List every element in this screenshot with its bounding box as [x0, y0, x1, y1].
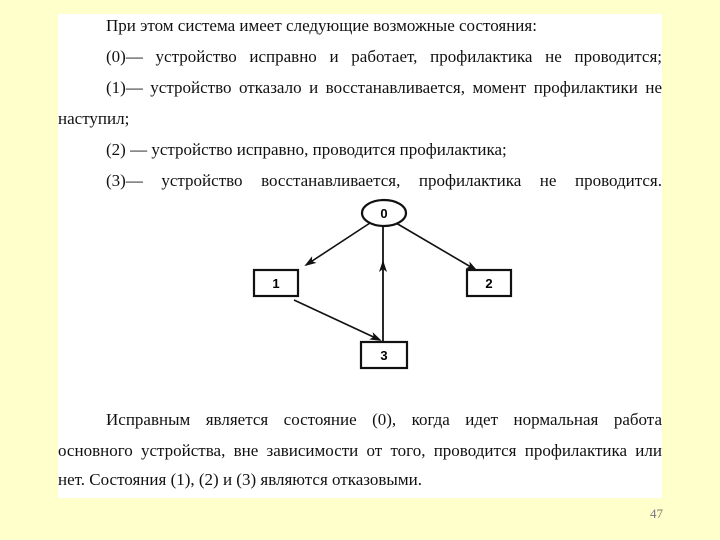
- node-0-label: 0: [380, 206, 387, 221]
- node-2-box: [465, 268, 513, 298]
- state-transition-diagram: 0 1 2 3: [252, 198, 513, 370]
- node-1-label: 1: [272, 276, 279, 291]
- state-2-text: (2) — устройство исправно, проводится пр…: [106, 140, 507, 159]
- slide-number: 47: [650, 506, 663, 521]
- conclusion-text-line1: Исправным является состояние (0), когда …: [106, 410, 662, 429]
- node-3-box: [359, 340, 409, 370]
- node-1-box: [252, 268, 300, 298]
- conclusion-text-line2: основного устройства, вне зависимости от…: [58, 441, 662, 460]
- conclusion-text-line3: нет. Состояния (1), (2) и (3) являются о…: [58, 470, 422, 489]
- state-0-text: (0)— устройство исправно и работает, про…: [106, 47, 662, 66]
- document-page: При этом система имеет следующие возможн…: [58, 14, 662, 498]
- intro-text: При этом система имеет следующие возможн…: [106, 16, 537, 35]
- node-0-circle: [360, 198, 408, 228]
- node-2-label: 2: [485, 276, 492, 291]
- state-3-text: (3)— устройство восстанавливается, профи…: [106, 171, 662, 190]
- state-1-text-line2: наступил;: [58, 109, 130, 128]
- edge-0-1: [304, 214, 381, 267]
- edge-0-2: [385, 214, 478, 272]
- edge-1-3: [293, 299, 382, 341]
- node-3-label: 3: [380, 348, 387, 363]
- state-1-text-line1: (1)— устройство отказало и восстанавлива…: [106, 78, 662, 97]
